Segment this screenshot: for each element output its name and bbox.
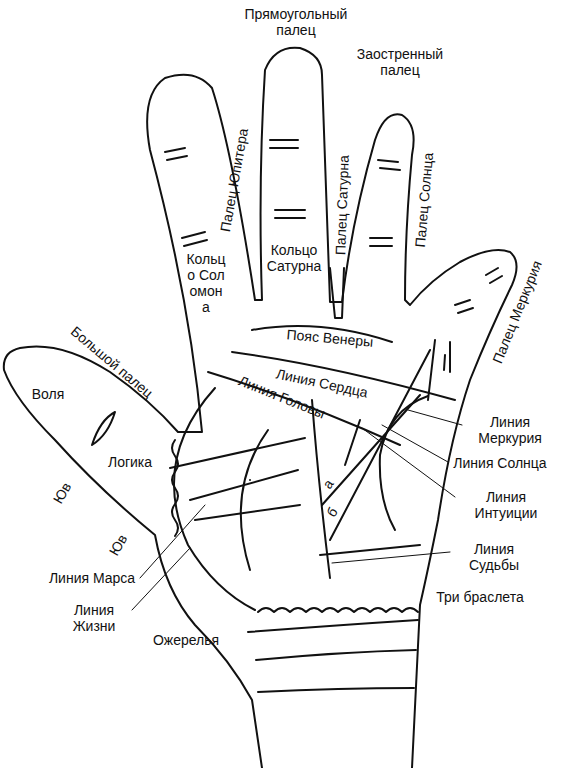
thumb-mark: [92, 412, 115, 445]
hand-label: Линия Интуиции: [459, 489, 554, 521]
hand-label: а: [319, 476, 337, 492]
life-line: [174, 388, 255, 610]
hand-label: Кольцо Сатурна: [264, 242, 324, 274]
leader-line: [132, 410, 462, 610]
hand-label: Логика: [108, 454, 152, 470]
hand-label: Палец Меркурия: [489, 258, 545, 365]
hand-label: Палец Сатурна: [332, 155, 351, 256]
saturn-ring: [330, 268, 344, 318]
hand-label: Палец Юпитера: [217, 127, 251, 233]
hand-label: Большой палец: [68, 323, 157, 401]
hand-outline: [4, 48, 517, 768]
hand-label: Линия Жизни: [59, 602, 129, 634]
hand-label: б: [323, 504, 341, 520]
hand-label: Ожерелья: [153, 632, 219, 648]
hand-label: Прямоугольный палец: [231, 6, 361, 38]
hand-label: Линия Марса: [49, 570, 135, 586]
mercury-line: [345, 340, 450, 465]
hand-label: Юв: [106, 532, 131, 559]
hand-label: Линия Меркурия: [463, 414, 558, 446]
hand-label: Воля: [32, 386, 65, 402]
hand-label: Три браслета: [436, 589, 523, 605]
hand-label: Линия Судьбы: [454, 541, 534, 573]
hand-label: Кольцо Соломона: [186, 251, 226, 315]
hand-label: Заостренный палец: [345, 46, 455, 78]
bracelet: [248, 620, 418, 692]
hand-label: Юв: [50, 480, 75, 507]
fate-line: [312, 400, 330, 578]
hand-label: Пояс Венеры: [286, 326, 374, 350]
hand-label: Линия Солнца: [453, 455, 546, 471]
intuition-line: [380, 396, 428, 530]
hand-label: Палец Солнца: [412, 152, 436, 248]
necklace: [258, 608, 418, 612]
